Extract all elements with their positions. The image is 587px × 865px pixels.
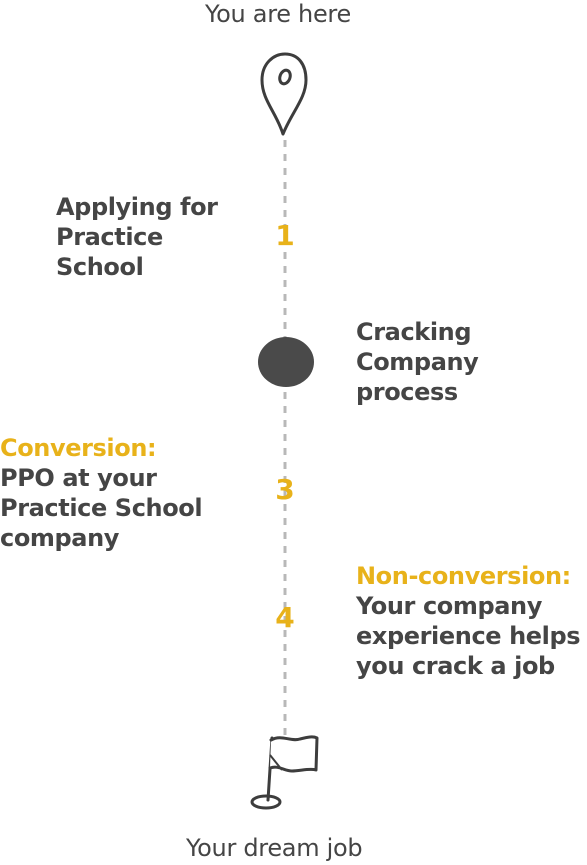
- step-3-line-2: Practice School: [0, 494, 203, 522]
- step-3-text: Conversion: PPO at your Practice School …: [0, 433, 203, 553]
- step-2-line-3: process: [356, 378, 458, 406]
- step-3-heading: Conversion:: [0, 434, 157, 462]
- step-1-line-1: Applying for: [56, 193, 218, 221]
- step-1-line-2: Practice: [56, 223, 163, 251]
- start-label: You are here: [205, 0, 351, 28]
- step-4-heading: Non-conversion:: [356, 562, 571, 590]
- end-label: Your dream job: [186, 834, 363, 862]
- step-1-line-3: School: [56, 253, 144, 281]
- step-2-line-1: Cracking: [356, 318, 472, 346]
- flag-icon: [250, 735, 319, 810]
- step-1-text: Applying for Practice School: [56, 192, 218, 282]
- step-2-line-2: Company: [356, 348, 479, 376]
- step-4-line-1: Your company: [356, 592, 542, 620]
- step-4-text: Non-conversion: Your company experience …: [356, 561, 581, 681]
- dot-marker-icon: [258, 337, 314, 387]
- step-3-line-3: company: [0, 524, 120, 552]
- step-3-line-1: PPO at your: [0, 464, 157, 492]
- step-1-number: 1: [275, 219, 295, 252]
- step-4-line-2: experience helps: [356, 622, 581, 650]
- step-4-number: 4: [275, 601, 295, 634]
- step-2-text: Cracking Company process: [356, 317, 479, 407]
- step-4-line-3: you crack a job: [356, 652, 555, 680]
- step-3-number: 3: [275, 473, 295, 506]
- map-pin-icon: [260, 52, 308, 136]
